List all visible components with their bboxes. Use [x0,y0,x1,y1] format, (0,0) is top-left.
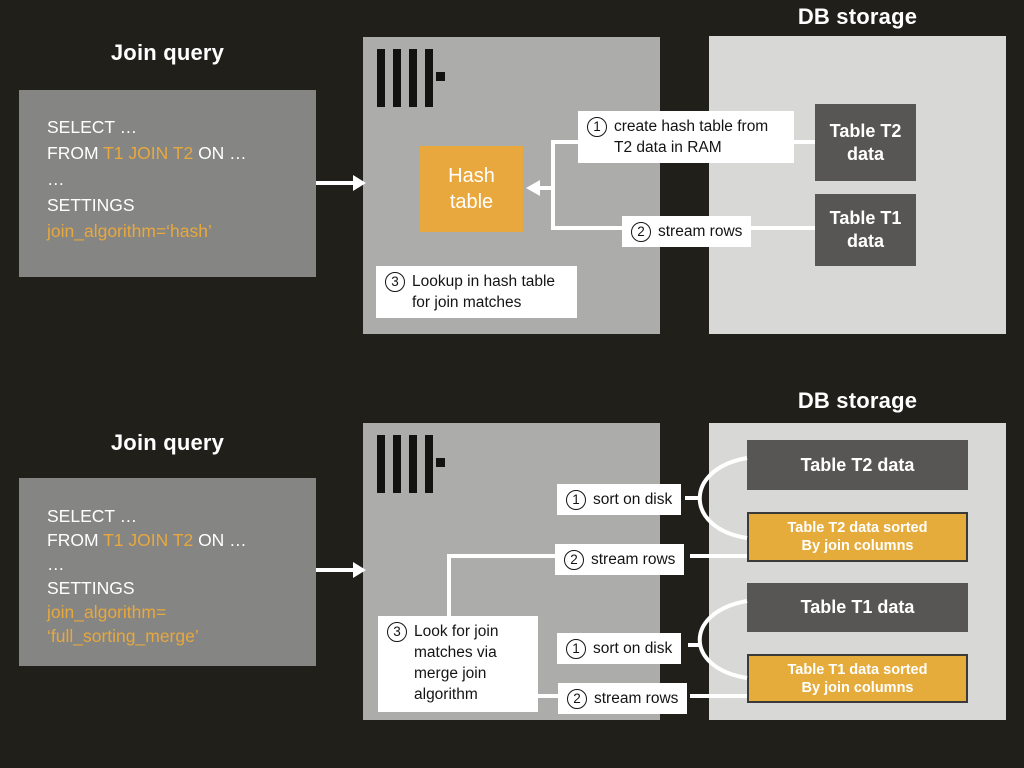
db-storage-title-bottom: DB storage [797,388,918,413]
sql-highlight-line: join_algorithm= [47,602,167,622]
sql-query-box-top: SELECT … FROM T1 JOIN T2 ON … … SETTINGS… [19,90,316,277]
sql-highlight: T1 JOIN T2 [103,530,194,550]
stream-rows-elbow-line [447,554,555,625]
step-number-icon: 3 [385,272,405,292]
step-number-icon: 1 [587,117,607,137]
sql-highlight: T1 JOIN T2 [103,143,194,163]
table-t1-sorted-line1: Table T1 data sorted [787,661,928,678]
sql-highlight-line: join_algorithm=‘hash’ [47,221,212,241]
table-t1-sorted-line2: By join columns [801,679,914,696]
table-t2-sorted-line2: By join columns [801,538,914,554]
table-t2-data-box-bottom: Table T2 data [747,440,968,490]
table-t1-label: Table T1 data [829,208,902,251]
sql-query-box-bottom: SELECT … FROM T1 JOIN T2 ON … … SETTINGS… [19,478,316,666]
callout-text: sort on disk [593,640,673,657]
callout-text: create hash table from T2 data in RAM [614,118,769,156]
step-number-icon: 2 [631,222,651,242]
table-t1-data-box-bottom: Table T1 data [747,583,968,632]
sql-line: SETTINGS [47,578,135,598]
callout-stream-rows-t2: 2 stream rows [555,544,685,575]
join-query-title-top: Join query [110,40,225,65]
sql-highlight-line: ‘full_sorting_merge’ [47,626,199,646]
join-query-title-bottom: Join query [110,430,225,455]
step-number-icon: 2 [564,550,584,570]
callout-create-hash-table: 1 create hash table from T2 data in RAM [578,111,794,163]
sort1-brace-curve [697,456,748,540]
callout-text: sort on disk [593,491,673,508]
callout-sort-on-disk-t1: 1 sort on disk [557,633,682,664]
table-t2-data-box-top: Table T2 data [815,104,916,181]
table-t1-sorted-box: Table T1 data sorted By join columns [747,654,968,703]
callout-text: Lookup in hash table for join matches [412,273,556,311]
db-storage-box-top [709,36,1006,334]
sql-line: … [47,169,65,189]
callout-sort-on-disk-t2: 1 sort on disk [557,484,682,515]
step-number-icon: 1 [566,490,586,510]
step-number-icon: 3 [387,622,407,642]
sql-line: SETTINGS [47,195,135,215]
callout-text: stream rows [658,223,743,240]
callout-text: stream rows [594,690,679,707]
db-storage-title-top: DB storage [797,4,918,29]
table-t1-label: Table T1 data [800,597,915,617]
step-number-icon: 2 [567,689,587,709]
step-number-icon: 1 [566,639,586,659]
callout-text: Look for join matches via merge join alg… [414,623,499,703]
callout-stream-rows-t1: 2 stream rows [558,683,688,714]
callout-stream-rows-top: 2 stream rows [622,216,752,247]
sql-line: FROM T1 JOIN T2 ON … [47,530,247,550]
sql-line: … [47,554,65,574]
table-t2-sorted-line1: Table T2 data sorted [787,520,928,536]
table-t2-label: Table T2 data [829,120,902,164]
query-arrowhead-top [353,175,366,191]
table-t2-label: Table T2 data [800,454,915,475]
table-t1-data-box-top: Table T1 data [815,194,916,266]
clickhouse-logo-icon [377,435,445,493]
sql-line: SELECT … [47,506,138,526]
table-t2-sorted-box: Table T2 data sorted By join columns [747,512,968,562]
clickhouse-logo-icon [377,49,445,107]
sql-line: FROM T1 JOIN T2 ON … [47,143,247,163]
callout-merge-join-lookup: 3 Look for join matches via merge join a… [378,616,538,712]
callout-text: stream rows [591,551,676,568]
query-arrowhead-bottom [353,562,366,578]
callout-lookup-hash-table: 3 Lookup in hash table for join matches [376,266,577,318]
sql-line: SELECT … [47,117,138,137]
hash-arrowhead [526,180,540,196]
hash-table-label: Hash table [448,165,495,213]
sort2-brace-curve [697,599,748,680]
hash-table-box: Hash table [420,146,523,232]
